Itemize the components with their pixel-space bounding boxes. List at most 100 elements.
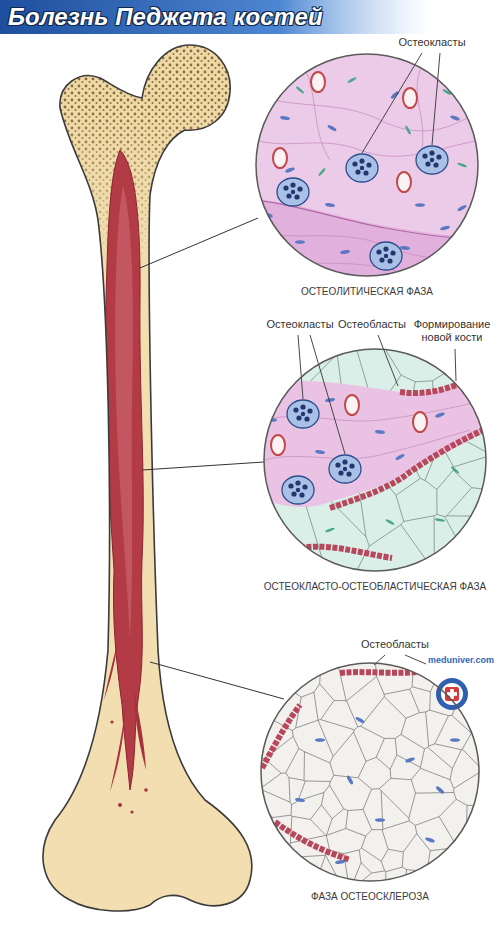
femur bbox=[118, 803, 122, 807]
leader-line bbox=[140, 218, 284, 699]
osteolytic-tissue bbox=[416, 146, 448, 174]
osteolytic-tissue bbox=[450, 115, 461, 122]
osteolytic-tissue bbox=[397, 172, 411, 192]
cement-lines bbox=[259, 661, 481, 883]
leader-line bbox=[140, 218, 258, 268]
femur bbox=[134, 690, 146, 770]
mixed-phase-tissue bbox=[282, 476, 314, 504]
femur bbox=[110, 700, 126, 792]
osteolytic-tissue bbox=[300, 60, 330, 160]
femur bbox=[115, 185, 133, 640]
osteolytic-tissue bbox=[325, 202, 335, 207]
mixed-phase-tissue bbox=[435, 518, 445, 522]
phase-label: ОСТЕОКЛАСТО-ОСТЕОБЛАСТИЧЕСКАЯ ФАЗА bbox=[253, 580, 497, 593]
circle-outline bbox=[256, 54, 478, 276]
circle-outline bbox=[263, 348, 487, 572]
callout-label: Остеобласты bbox=[356, 638, 434, 651]
femur bbox=[43, 45, 252, 911]
sclerotic-tissue bbox=[258, 660, 484, 886]
osteoblast-chain bbox=[262, 670, 476, 860]
osteolytic-tissue bbox=[327, 124, 337, 132]
osteoblast-chain bbox=[330, 428, 488, 508]
mixed-phase-tissue bbox=[413, 412, 427, 432]
osteolytic-tissue bbox=[415, 203, 425, 207]
callout-leader bbox=[298, 53, 456, 665]
osteolytic-tissue bbox=[318, 167, 326, 176]
circle-outline bbox=[260, 662, 480, 882]
callout-label: Остеокласты bbox=[263, 318, 337, 331]
osteolytic-tissue bbox=[440, 225, 451, 231]
osteolytic-tissue bbox=[347, 76, 357, 83]
osteolytic-tissue bbox=[346, 154, 378, 182]
mixed-phase-tissue bbox=[315, 449, 325, 454]
osteolytic-tissue bbox=[255, 232, 480, 258]
osteolytic-tissue bbox=[403, 88, 417, 108]
circle-outline bbox=[255, 53, 479, 277]
sclerotic-tissue bbox=[435, 785, 445, 794]
mixed-phase-tissue bbox=[325, 527, 335, 533]
phase-label: ФАЗА ОСТЕОСКЛЕРОЗА bbox=[250, 890, 490, 903]
osteolytic-tissue bbox=[295, 240, 305, 244]
mixed-phase-tissue bbox=[287, 400, 319, 428]
phase-circle: ОСТЕОКЛАСТО-ОСТЕОБЛАСТИЧЕСКАЯ ФАЗА bbox=[263, 348, 487, 572]
watermark-logo bbox=[441, 683, 463, 705]
osteolytic-tissue bbox=[400, 246, 410, 250]
mixed-phase-tissue bbox=[395, 453, 405, 461]
callout-leader bbox=[405, 655, 426, 664]
femur bbox=[0, 30, 300, 911]
osteolytic-tissue bbox=[255, 95, 480, 131]
osteolytic-tissue bbox=[250, 50, 485, 290]
callout-label: Остеобласты bbox=[335, 318, 409, 331]
sclerotic-tissue bbox=[258, 660, 484, 886]
mixed-phase-tissue bbox=[329, 455, 361, 483]
circle-outline bbox=[261, 663, 479, 881]
watermark: meduniver.com bbox=[425, 655, 497, 666]
phase-label: ОСТЕОЛИТИЧЕСКАЯ ФАЗА bbox=[247, 285, 487, 298]
callout-leader bbox=[432, 53, 440, 145]
osteolytic-tissue bbox=[311, 72, 325, 92]
mixed-phase-tissue bbox=[345, 395, 359, 415]
femur bbox=[0, 30, 300, 290]
osteolytic-tissue bbox=[370, 242, 402, 270]
mixed-phase-tissue bbox=[260, 345, 492, 577]
osteolytic-tissue bbox=[457, 204, 467, 212]
mixed-phase-tissue bbox=[260, 345, 492, 577]
leader-line bbox=[142, 462, 264, 470]
femur bbox=[144, 788, 148, 792]
mixed-phase-tissue bbox=[385, 518, 395, 525]
callout-leader bbox=[362, 53, 422, 153]
callout-leader bbox=[310, 335, 345, 454]
femur bbox=[0, 30, 300, 814]
sclerotic-tissue bbox=[315, 738, 325, 742]
osteolytic-tissue bbox=[280, 115, 290, 120]
callout-label: Формирование новой кости bbox=[410, 318, 494, 344]
mixed-phase-tissue bbox=[271, 435, 285, 455]
sclerotic-tissue bbox=[295, 797, 305, 802]
circle-outline bbox=[264, 349, 486, 571]
title-banner bbox=[0, 0, 430, 34]
osteolytic-tissue bbox=[340, 249, 350, 254]
mixed-phase-tissue bbox=[265, 400, 488, 460]
watermark-logo bbox=[436, 678, 468, 710]
cement-lines bbox=[259, 661, 481, 883]
femur bbox=[110, 720, 113, 723]
osteolytic-tissue bbox=[457, 162, 467, 168]
watermark-logo bbox=[447, 692, 457, 696]
mixed-phase-tissue bbox=[375, 430, 385, 434]
osteolytic-tissue bbox=[277, 178, 309, 206]
callout-label: Остеокласты bbox=[392, 36, 472, 49]
watermark-logo bbox=[436, 678, 468, 710]
mixed-phase-tissue bbox=[263, 370, 490, 507]
callout-leader bbox=[378, 335, 398, 386]
sclerotic-tissue bbox=[450, 738, 460, 742]
femur bbox=[105, 150, 143, 790]
sclerotic-tissue bbox=[355, 716, 365, 724]
leader-line bbox=[150, 662, 284, 699]
osteolytic-tissue bbox=[285, 167, 296, 174]
osteolytic-tissue bbox=[295, 86, 304, 94]
sclerotic-tissue bbox=[335, 859, 345, 864]
osteolytic-tissue bbox=[417, 70, 423, 160]
